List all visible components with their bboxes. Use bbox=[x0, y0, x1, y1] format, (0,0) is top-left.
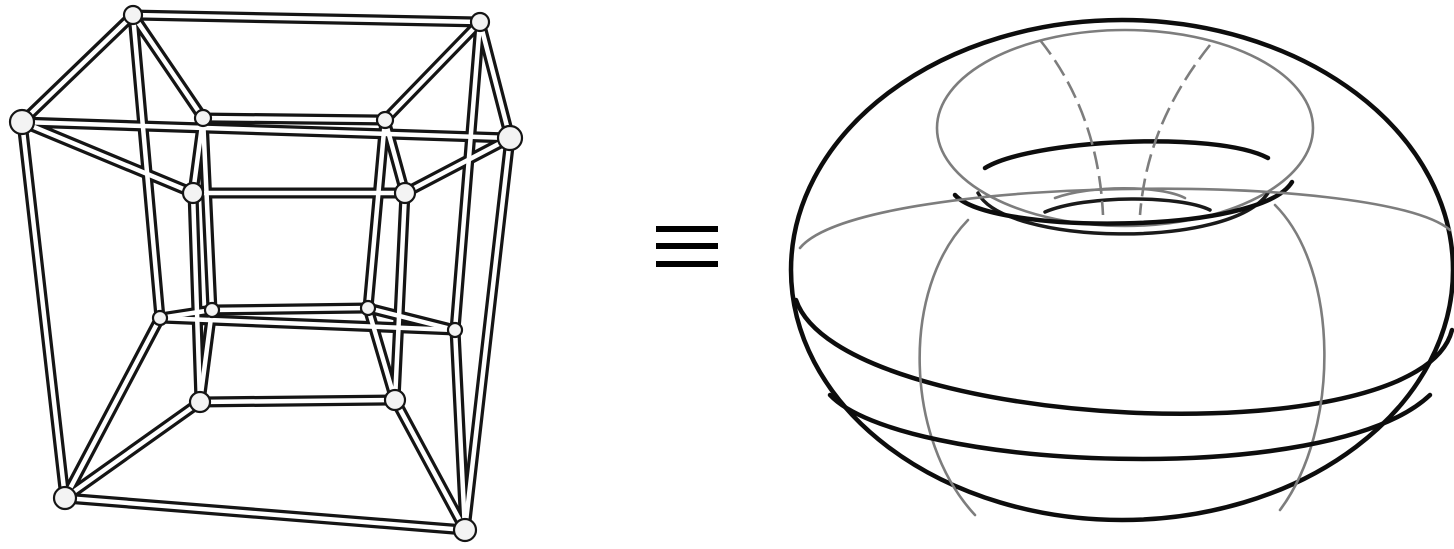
tesseract-edge-highlights bbox=[22, 15, 510, 530]
torus-meridian-right bbox=[1275, 205, 1324, 510]
equivalence-symbol bbox=[656, 226, 718, 267]
tesseract-edges bbox=[22, 15, 510, 530]
torus-hole-inner bbox=[1045, 199, 1210, 212]
torus-figure bbox=[791, 20, 1453, 520]
torus-outer-outline bbox=[791, 20, 1453, 520]
torus-equator-front bbox=[796, 300, 1452, 414]
torus-lower-rim bbox=[830, 395, 1430, 459]
tesseract-figure bbox=[10, 6, 522, 541]
torus-hole-back bbox=[985, 141, 1268, 168]
